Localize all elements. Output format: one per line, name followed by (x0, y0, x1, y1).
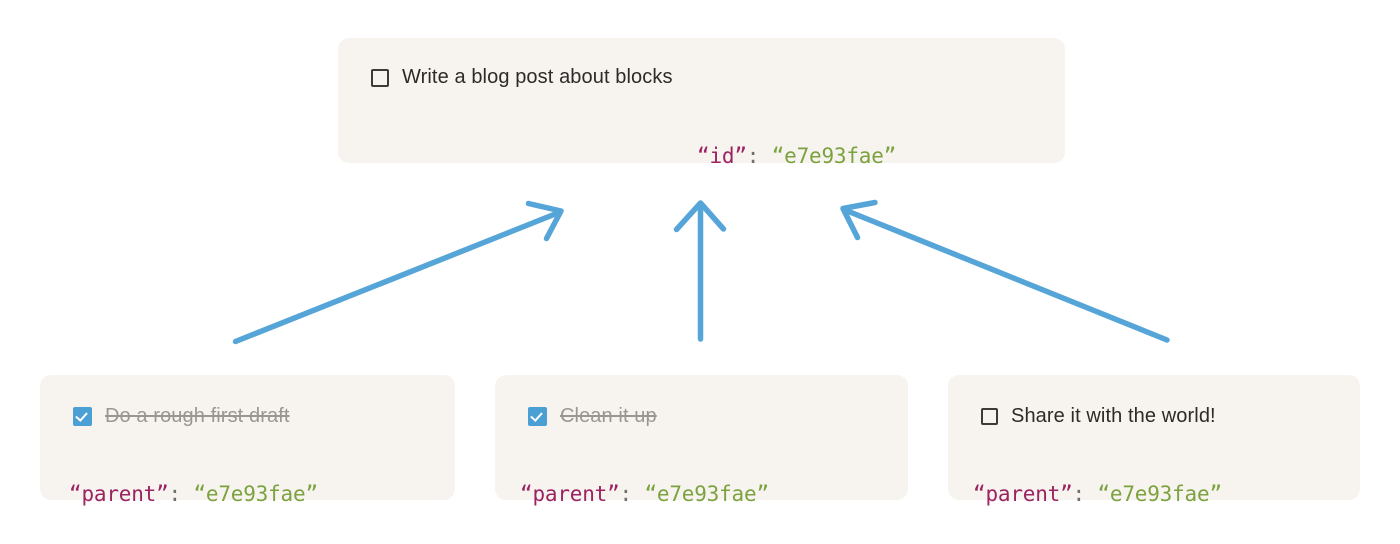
child-2-task-label: Clean it up (560, 405, 657, 427)
arrow-child1-to-parent (232, 200, 564, 345)
child-2-json-key: “parent” (520, 482, 620, 506)
child-3-task-label: Share it with the world! (1011, 405, 1216, 427)
child-1-task-label: Do a rough first draft (105, 405, 290, 427)
checkbox-checked-icon[interactable] (528, 407, 547, 426)
child-card-3[interactable]: Share it with the world! “parent”:_“e7e9… (948, 375, 1360, 506)
checkbox-unchecked-icon[interactable] (981, 408, 998, 425)
arrow-child3-to-parent (840, 199, 1170, 343)
parent-card[interactable]: Write a blog post about blocks “id”:_“e7… (338, 38, 1065, 168)
child-2-json-value: “e7e93fae” (644, 482, 769, 506)
child-1-json-colon: : (168, 482, 182, 506)
parent-task-row[interactable]: Write a blog post about blocks (371, 66, 673, 89)
parent-json-row: “id”:_“e7e93fae” (697, 144, 896, 168)
checkbox-unchecked-icon[interactable] (371, 68, 389, 87)
child-1-json-value: “e7e93fae” (193, 482, 318, 506)
parent-task-label: Write a blog post about blocks (402, 66, 673, 88)
child-card-2[interactable]: Clean it up “parent”:_“e7e93fae” (495, 375, 908, 506)
child-3-json-colon: : (1072, 482, 1086, 506)
child-3-task-row[interactable]: Share it with the world! (981, 405, 1216, 428)
checkbox-checked-icon[interactable] (73, 407, 92, 426)
parent-json-key: “id” (697, 144, 747, 168)
arrow-child2-to-parent (673, 200, 727, 342)
child-1-task-row[interactable]: Do a rough first draft (73, 405, 290, 428)
parent-json-colon: : (746, 144, 760, 168)
child-1-json-row: “parent”:_“e7e93fae” (69, 482, 318, 506)
child-card-1[interactable]: Do a rough first draft “parent”:_“e7e93f… (40, 375, 455, 506)
child-3-json-value: “e7e93fae” (1097, 482, 1222, 506)
child-2-json-colon: : (619, 482, 633, 506)
child-2-task-row[interactable]: Clean it up (528, 405, 657, 428)
child-1-json-key: “parent” (69, 482, 169, 506)
child-3-json-row: “parent”:_“e7e93fae” (973, 482, 1222, 506)
child-3-json-key: “parent” (973, 482, 1073, 506)
parent-json-value: “e7e93fae” (771, 144, 897, 168)
child-2-json-row: “parent”:_“e7e93fae” (520, 482, 769, 506)
